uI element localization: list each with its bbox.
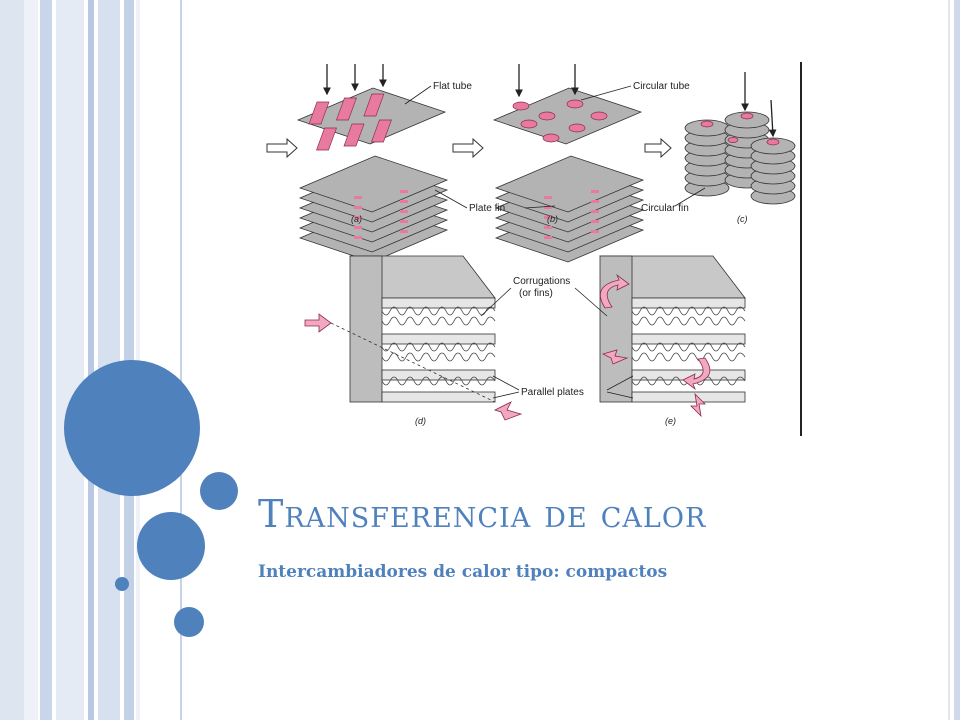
decorative-circle-medium [137,512,205,580]
panel-e-corrugated: (e) [599,255,746,426]
label-circular-fin: Circular fin [641,203,689,214]
panel-label-d: (d) [415,416,426,426]
decorative-circle-large [64,360,200,496]
panel-label-b: (b) [547,214,558,224]
label-circular-tube: Circular tube [633,81,690,92]
decorative-circle-tiny [174,607,204,637]
row2-callouts: Corrugations (or fins) Parallel plates [480,276,634,399]
panel-a-flat-tube: Flat tube (a) [266,64,472,263]
right-edge-line [948,0,950,720]
label-corrugations: Corrugations [513,276,570,287]
panel-d-corrugated: (d) [304,255,523,426]
label-flat-tube: Flat tube [433,81,472,92]
right-edge-band [954,0,960,720]
row1-callouts: Plate fin Circular fin [434,187,706,214]
slide-title: Transferencia de calor [258,492,707,536]
figure-divider-line [800,62,802,436]
panel-c-circular-fin: (c) [644,72,796,224]
decorative-circle-small [200,472,238,510]
panel-label-e: (e) [665,416,676,426]
panel-b-circular-tube: Circular tube (b) [452,64,690,263]
decorative-stripes [0,0,182,720]
panel-label-a: (a) [351,214,362,224]
slide-subtitle: Intercambiadores de calor tipo: compacto… [258,562,668,582]
label-plate-fin: Plate fin [469,203,505,214]
compact-heat-exchanger-figure: Flat tube (a) [266,64,796,426]
label-parallel-plates: Parallel plates [521,387,584,398]
decorative-circle-dot [115,577,129,591]
panel-label-c: (c) [737,214,748,224]
label-or-fins: (or fins) [519,288,553,299]
